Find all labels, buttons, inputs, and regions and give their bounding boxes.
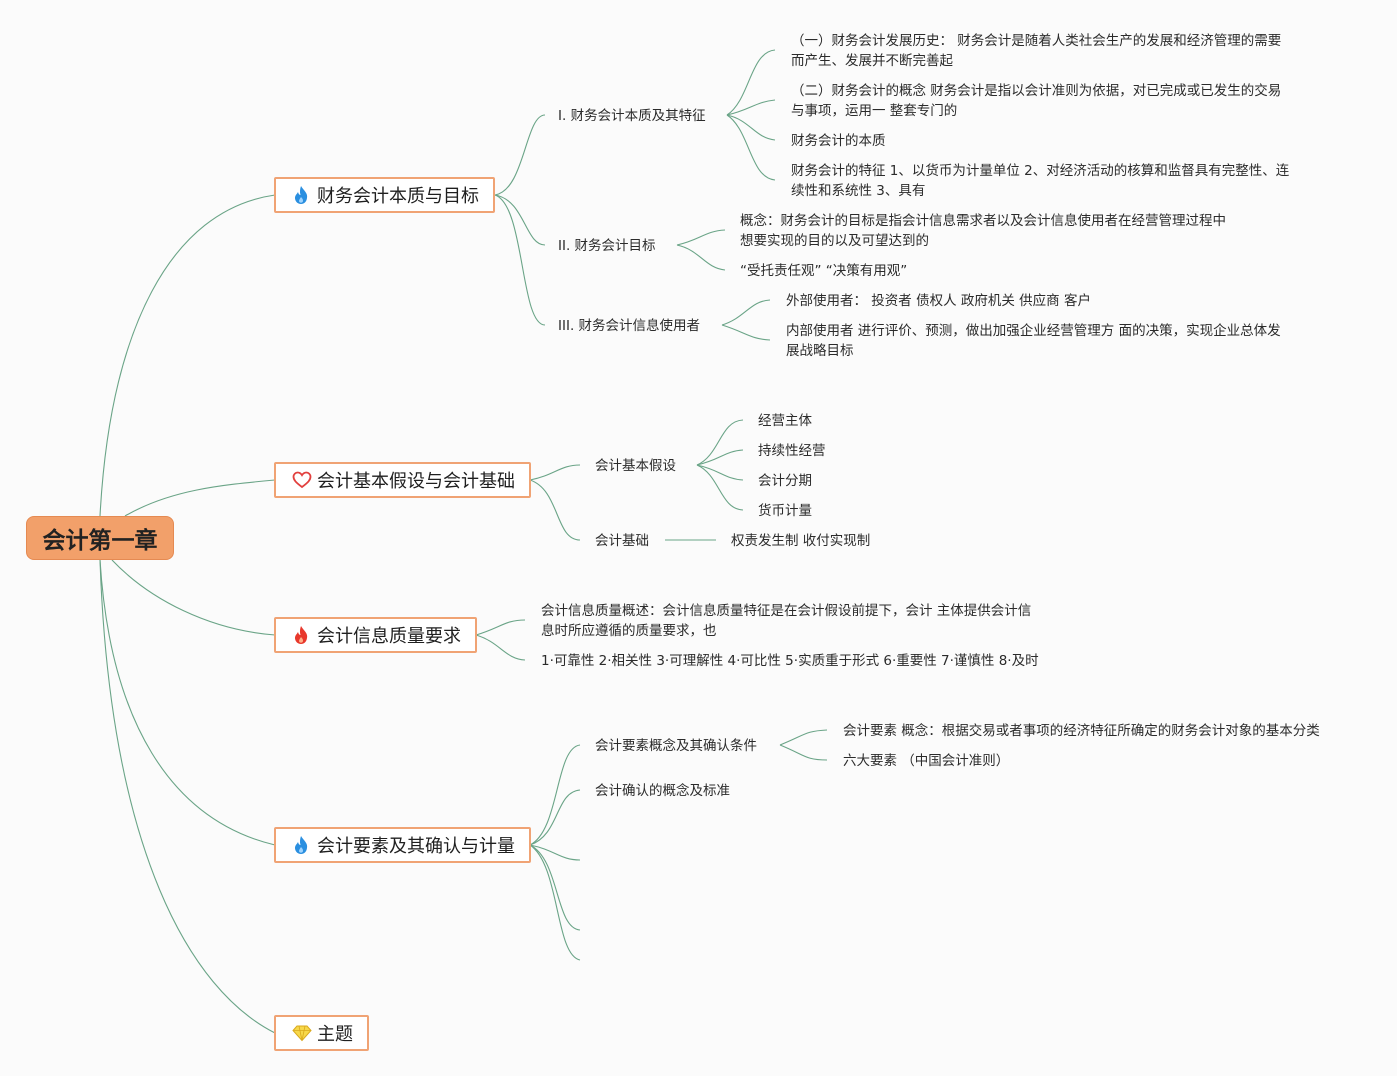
subtopic-recognition-concept[interactable]: 会计确认的概念及标准 (595, 783, 730, 799)
topic-label: 会计要素及其确认与计量 (317, 836, 515, 857)
subtopic-objectives[interactable]: II. 财务会计目标 (558, 238, 656, 254)
topic-label: 会计信息质量要求 (317, 626, 461, 647)
flame-red-icon (292, 625, 312, 645)
topic-accounting-assumptions[interactable]: 会计基本假设与会计基础 (274, 462, 531, 498)
leaf-assumption-4[interactable]: 货币计量 (758, 503, 812, 519)
leaf-quality-list[interactable]: 1·可靠性 2·相关性 3·可理解性 4·可比性 5·实质重于形式 6·重要性 … (541, 653, 1039, 669)
leaf-objective-concept[interactable]: 概念：财务会计的目标是指会计信息需求者以及会计信息使用者在经营管理过程中想要实现… (740, 213, 1226, 249)
subtopic-accounting-basis[interactable]: 会计基础 (595, 533, 649, 549)
subtopic-information-users[interactable]: III. 财务会计信息使用者 (558, 318, 701, 334)
leaf-internal-users[interactable]: 内部使用者 进行评价、预测，做出加强企业经营管理方 面的决策，实现企业总体发展战… (786, 323, 1281, 359)
leaf-characteristics[interactable]: 财务会计的特征 1、以货币为计量单位 2、对经济活动的核算和监督具有完整性、连续… (791, 163, 1290, 199)
topic-subject[interactable]: 主题 (274, 1015, 369, 1051)
leaf-development-history[interactable]: （一）财务会计发展历史： 财务会计是随着人类社会生产的发展和经济管理的需要 而产… (791, 33, 1282, 69)
flame-blue-icon (292, 185, 312, 205)
topic-information-quality[interactable]: 会计信息质量要求 (274, 617, 477, 653)
leaf-external-users[interactable]: 外部使用者： 投资者 债权人 政府机关 供应商 客户 (786, 293, 1091, 309)
leaf-element-definition[interactable]: 会计要素 概念：根据交易或者事项的经济特征所确定的财务会计对象的基本分类 (843, 723, 1320, 739)
subtopic-nature-features[interactable]: I. 财务会计本质及其特征 (558, 108, 706, 124)
subtopic-element-concept[interactable]: 会计要素概念及其确认条件 (595, 738, 757, 754)
topic-financial-accounting-nature[interactable]: 财务会计本质与目标 (274, 177, 495, 213)
heart-outline-icon (292, 470, 312, 490)
leaf-assumption-3[interactable]: 会计分期 (758, 473, 812, 489)
leaf-concept[interactable]: （二）财务会计的概念 财务会计是指以会计准则为依据，对已完成或已发生的交易与事项… (791, 83, 1282, 119)
leaf-assumption-2[interactable]: 持续性经营 (758, 443, 826, 459)
topic-label: 财务会计本质与目标 (317, 186, 479, 207)
leaf-essence[interactable]: 财务会计的本质 (791, 133, 886, 149)
leaf-basis[interactable]: 权责发生制 收付实现制 (731, 533, 871, 549)
topic-label: 主题 (317, 1024, 353, 1045)
subtopic-basic-assumptions[interactable]: 会计基本假设 (595, 458, 676, 474)
root-topic[interactable]: 会计第一章 (26, 516, 174, 560)
leaf-six-elements[interactable]: 六大要素 （中国会计准则） (843, 753, 1010, 769)
leaf-assumption-1[interactable]: 经营主体 (758, 413, 812, 429)
topic-label: 会计基本假设与会计基础 (317, 471, 515, 492)
topic-accounting-elements[interactable]: 会计要素及其确认与计量 (274, 827, 531, 863)
flame-blue-icon (292, 835, 312, 855)
diamond-icon (292, 1023, 312, 1043)
leaf-objective-views[interactable]: “受托责任观” “决策有用观” (740, 263, 908, 279)
leaf-quality-overview[interactable]: 会计信息质量概述：会计信息质量特征是在会计假设前提下，会计 主体提供会计信息时所… (541, 603, 1032, 639)
